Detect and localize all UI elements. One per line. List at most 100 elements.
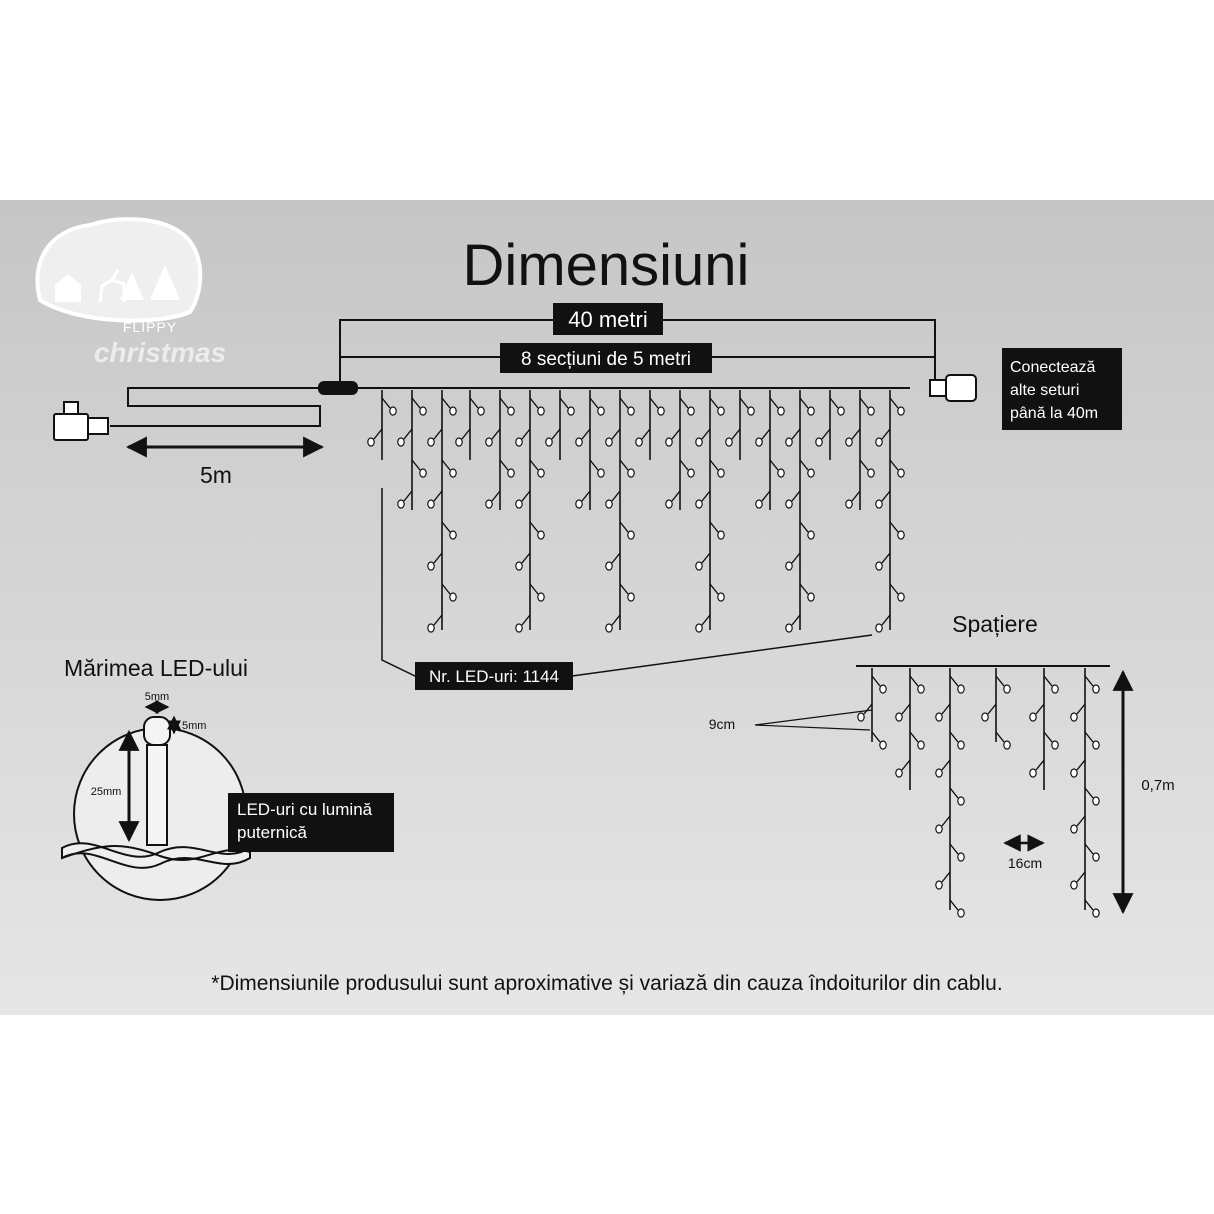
led-twig <box>881 490 891 502</box>
led-twig <box>611 428 621 440</box>
led-twig <box>441 459 451 471</box>
led-bulb-icon <box>507 468 515 478</box>
led-bulb-icon <box>537 468 545 478</box>
led-bulb-icon <box>427 499 435 509</box>
connect-more-line1: Conectează <box>1010 359 1095 376</box>
led-twig <box>611 614 621 626</box>
led-bulb-icon <box>449 406 457 416</box>
led-twig <box>411 397 421 409</box>
led-bulb-icon <box>755 437 763 447</box>
led-twig <box>995 731 1005 743</box>
led-bulb-icon <box>875 499 883 509</box>
led-twig <box>799 583 809 595</box>
spacing-strand-label: 16cm <box>1008 855 1042 871</box>
led-twig <box>611 490 621 502</box>
led-bulb-icon <box>419 406 427 416</box>
led-twig <box>901 759 911 771</box>
spacing-strands <box>857 668 1100 918</box>
led-bulb-icon <box>605 499 613 509</box>
led-twig <box>889 583 899 595</box>
end-connector-icon <box>929 374 977 402</box>
led-bulb-icon <box>807 468 815 478</box>
led-twig <box>941 871 951 883</box>
led-bulb-icon <box>917 684 925 694</box>
logo-text-flippy: FLIPPY <box>123 319 177 335</box>
led-bulb-icon <box>597 468 605 478</box>
led-bulb-icon <box>879 740 887 750</box>
led-bulb-icon <box>837 406 845 416</box>
led-twig <box>769 459 779 471</box>
power-plug-icon <box>53 401 109 441</box>
led-count-bg <box>415 662 573 690</box>
led-bulb-icon <box>1070 824 1078 834</box>
led-bulb-icon <box>367 437 375 447</box>
led-twig <box>491 490 501 502</box>
connect-more-line3: până la 40m <box>1010 405 1098 422</box>
led-twig <box>1043 731 1053 743</box>
led-twig <box>941 759 951 771</box>
led-twig <box>799 397 809 409</box>
spacing-drop-pointer <box>754 709 873 731</box>
led-twig <box>709 397 719 409</box>
led-twig <box>701 490 711 502</box>
led-bulb-icon <box>657 406 665 416</box>
led-twig <box>791 614 801 626</box>
led-bulb-icon <box>515 561 523 571</box>
led-twig <box>373 428 383 440</box>
led-bulb-icon <box>957 796 965 806</box>
led-twig <box>909 675 919 687</box>
led-twig <box>949 675 959 687</box>
led-bulb-icon <box>1092 908 1100 918</box>
led-bulb-icon <box>419 468 427 478</box>
led-bulb-icon <box>515 499 523 509</box>
led-twig <box>871 731 881 743</box>
sections-label: 8 secțiuni de 5 metri <box>521 349 691 370</box>
led-twig <box>649 397 659 409</box>
led-bulb-icon <box>935 880 943 890</box>
led-bulb-icon <box>537 530 545 540</box>
led-twig <box>671 490 681 502</box>
led-bulb-icon <box>785 499 793 509</box>
led-twig <box>381 397 391 409</box>
led-twig <box>1076 815 1086 827</box>
led-twig <box>469 397 479 409</box>
led-twig <box>499 459 509 471</box>
led-bulb-icon <box>485 437 493 447</box>
led-twig <box>881 428 891 440</box>
led-twig <box>529 397 539 409</box>
led-bulb-icon <box>895 768 903 778</box>
led-bulb-icon <box>665 499 673 509</box>
led-bulb-icon <box>449 530 457 540</box>
led-bulb-icon <box>1070 880 1078 890</box>
led-bulb-icon <box>397 437 405 447</box>
led-bulb-icon <box>537 592 545 602</box>
led-twig <box>441 583 451 595</box>
led-twig <box>1035 759 1045 771</box>
led-twig <box>491 428 501 440</box>
led-twig <box>941 815 951 827</box>
led-bulb-icon <box>477 406 485 416</box>
led-bulb-icon <box>575 499 583 509</box>
led-twig <box>433 552 443 564</box>
led-bulb-icon <box>875 561 883 571</box>
led-bulb-icon <box>935 824 943 834</box>
page-title: Dimensiuni <box>463 233 750 298</box>
led-twig <box>949 843 959 855</box>
led-bulb-icon <box>815 437 823 447</box>
led-bulb-icon <box>605 623 613 633</box>
led-bulb-icon <box>867 468 875 478</box>
led-twig <box>701 428 711 440</box>
led-bulb-icon <box>1003 740 1011 750</box>
led-twig <box>1043 675 1053 687</box>
led-head-label: 5mm <box>182 720 206 732</box>
spacing-title: Spațiere <box>952 611 1038 637</box>
led-bulb-icon <box>807 592 815 602</box>
led-twig <box>433 428 443 440</box>
led-bulb-icon <box>515 437 523 447</box>
led-bulb-icon <box>627 530 635 540</box>
led-bulb-icon <box>717 406 725 416</box>
led-bulb-icon <box>427 561 435 571</box>
led-bright-bg <box>228 793 394 852</box>
led-twig <box>791 428 801 440</box>
